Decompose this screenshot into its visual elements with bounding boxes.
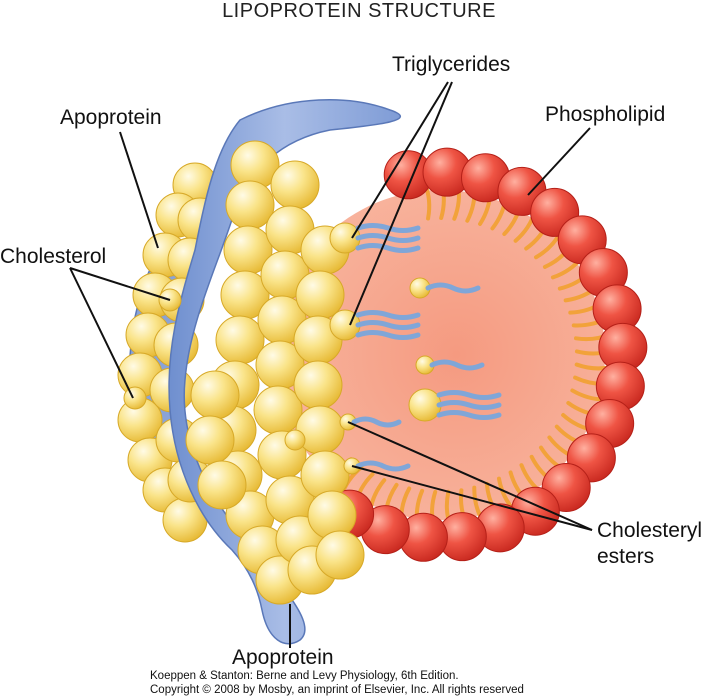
pointer-triglycerides-1 (351, 81, 449, 239)
label-cholesteryl: Cholesteryl (597, 519, 703, 542)
cholesterol-sphere (197, 460, 247, 510)
pointer-phospholipid (527, 127, 591, 196)
cholesterol-sphere (284, 429, 306, 451)
label-apoprotein-top: Apoprotein (60, 106, 162, 129)
label-apoprotein-bottom: Apoprotein (232, 646, 334, 669)
pointer-lines (69, 81, 593, 648)
triglyceride-tail (355, 223, 421, 233)
cholesterol-sphere (225, 180, 275, 230)
cholesterol-sphere (215, 315, 265, 365)
triglyceride-tail (355, 233, 421, 243)
credit-text: Koeppen & Stanton: Berne and Levy Physio… (150, 669, 524, 697)
cholesterol-sphere (270, 160, 320, 210)
cholesterol-sphere (295, 405, 345, 455)
triglyceride-tail (355, 243, 421, 253)
triglyceride-tail (436, 400, 502, 410)
lipid-core (275, 190, 605, 520)
credit-line-1: Koeppen & Stanton: Berne and Levy Physio… (150, 670, 459, 682)
pointer-apoprotein-top (119, 131, 159, 249)
pointer-cholesterol-1 (69, 267, 171, 301)
triglyceride-tail (355, 310, 421, 320)
pointer-cholesterol-2 (69, 267, 134, 399)
label-phospholipid: Phospholipid (545, 103, 666, 126)
cholesterol-sphere (293, 360, 343, 410)
triglyceride-tail (436, 390, 502, 400)
triglyceride-tail (355, 320, 421, 330)
ester-tail (429, 359, 485, 371)
cholesterol-sphere (307, 490, 357, 540)
pointer-triglycerides-2 (349, 81, 453, 326)
ester-tail (351, 416, 402, 428)
diagram-title: LIPOPROTEIN STRUCTURE (222, 0, 496, 22)
credit-line-2: Copyright © 2008 by Mosby, an imprint of… (150, 684, 524, 696)
glycerol-head (408, 388, 442, 422)
triglyceride-tail (355, 330, 421, 340)
label-cholesterol: Cholesterol (0, 245, 107, 268)
triglyceride-tail (436, 410, 502, 420)
ester-tail (425, 282, 481, 294)
cholesterol-sphere (185, 415, 235, 465)
label-esters: esters (597, 545, 655, 568)
pointer-cholesteryl-2 (351, 465, 593, 531)
cholesterol-sphere (123, 386, 147, 410)
pointer-cholesteryl-1 (347, 421, 593, 531)
ester-tail (355, 460, 411, 472)
label-triglycerides: Triglycerides (392, 53, 511, 76)
cholesterol-sphere (295, 270, 345, 320)
cholesterol-sphere (315, 530, 365, 580)
cholesterol-sphere (253, 385, 303, 435)
cholesterol-sphere (190, 370, 240, 420)
